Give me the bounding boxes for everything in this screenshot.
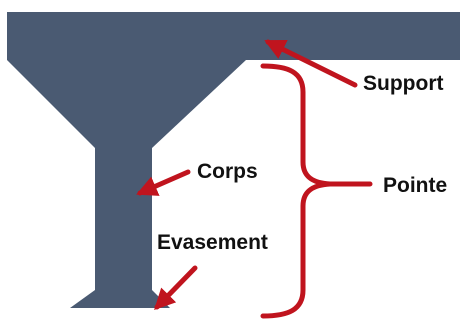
- corps-arrow: [136, 169, 191, 196]
- label-support: Support: [363, 72, 444, 95]
- tip-shape: [7, 12, 460, 308]
- label-corps: Corps: [197, 160, 258, 183]
- label-pointe: Pointe: [383, 174, 448, 197]
- label-evasement: Evasement: [157, 231, 268, 254]
- evasement-arrow: [154, 265, 198, 311]
- support-arrow: [264, 39, 358, 88]
- pointe-brace: [260, 63, 373, 319]
